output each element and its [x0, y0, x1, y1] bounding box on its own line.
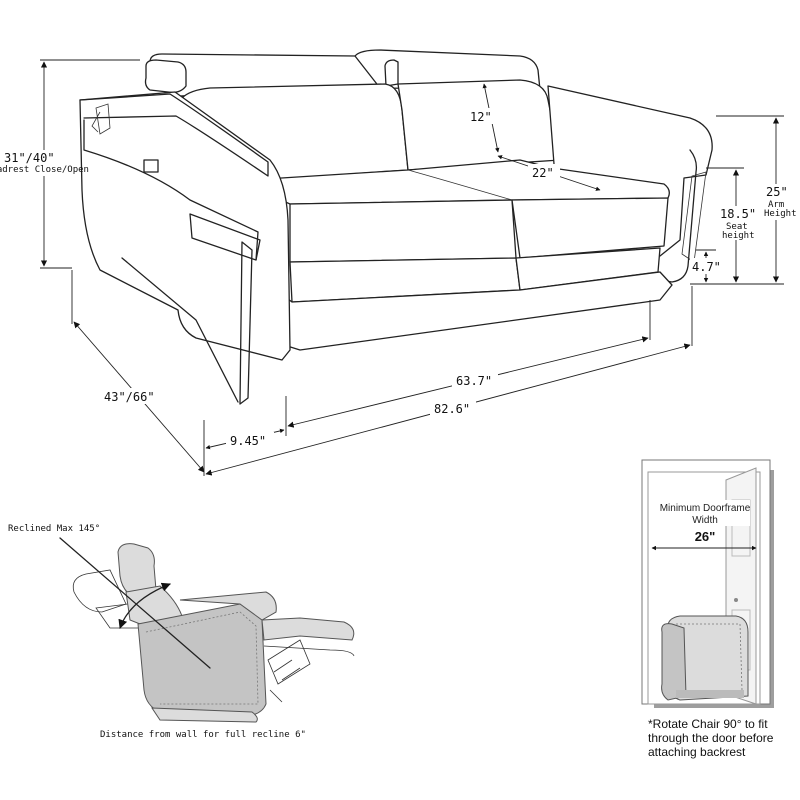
- back-cushion-right: [397, 79, 561, 171]
- door-chair-arm: [661, 623, 687, 701]
- sofa-drawing: [79, 49, 713, 405]
- recliner-mechanism: [267, 639, 311, 685]
- height-note-label: Headrest Close/Open: [0, 165, 89, 175]
- seat-height-caption-1: Seat: [726, 222, 748, 232]
- recliner-footrest-lower: [263, 645, 355, 657]
- right-arm-frame-inner: [681, 171, 707, 263]
- power-button-panel: [95, 103, 111, 135]
- backrest-right: [354, 49, 541, 91]
- leg-height-label: 4.7": [692, 260, 721, 274]
- arm-height-label: 25": [766, 185, 788, 199]
- door-knob: [734, 598, 738, 602]
- door-title-line2: Width: [692, 515, 718, 526]
- inner-width-label: 63.7": [456, 374, 492, 388]
- recliner-mechanism-lines: [269, 659, 301, 703]
- seat-height-caption-2: height: [722, 231, 755, 241]
- door-title-line1: Minimum Doorframe: [660, 503, 751, 514]
- recline-pointer-line: [59, 537, 211, 669]
- door-chair-base: [676, 690, 744, 698]
- back-depth-label: 12": [470, 110, 492, 124]
- recliner-ghost-head: [72, 569, 127, 613]
- recliner-arm-top: [179, 591, 277, 621]
- wall-distance-label: Distance from wall for full recline 6": [100, 730, 306, 740]
- headrest-middle: [384, 59, 399, 87]
- seat-front-right: [511, 197, 669, 259]
- seat-width-label: 22": [532, 166, 554, 180]
- door-title-bg: [660, 500, 750, 526]
- right-arm-frame: [659, 149, 698, 283]
- door-caption-line1: *Rotate Chair 90° to fit: [648, 717, 768, 731]
- depth-label: 43"/66": [104, 390, 155, 404]
- dimension-labels: 31"/40" Headrest Close/Open 12" 22" 25" …: [0, 108, 800, 448]
- left-arm-side-line: [83, 119, 259, 261]
- door-chair-stitching: [676, 623, 743, 691]
- height-label: 31"/40": [4, 151, 55, 165]
- power-button-icon: [143, 159, 159, 173]
- headrest-left: [144, 59, 187, 94]
- left-arm-frame-top: [189, 213, 261, 261]
- arm-height-caption-1: Arm: [768, 200, 784, 210]
- doorframe-panel: [641, 459, 774, 708]
- arm-height-caption-2: Height: [764, 209, 797, 219]
- door-caption-line3: attaching backrest: [648, 745, 746, 759]
- door-caption-line2: through the door before: [648, 731, 774, 745]
- door-width-label: 26": [695, 529, 716, 544]
- seat-divider: [407, 169, 513, 201]
- recliner-base: [151, 707, 258, 723]
- reclined-max-label: Reclined Max 145°: [8, 524, 100, 534]
- arm-pocket: [91, 111, 101, 133]
- arm-width-label: 9.45": [230, 434, 266, 448]
- recliner-illustration: [59, 537, 355, 723]
- seat-front-left: [289, 199, 517, 263]
- recliner-stitching: [145, 611, 259, 705]
- left-arm-top: [79, 93, 269, 177]
- door-width-bg: [690, 528, 720, 544]
- recliner-footrest: [261, 617, 355, 641]
- total-width-label: 82.6": [434, 402, 470, 416]
- recline-arc-arrow: [118, 582, 171, 629]
- recliner-body: [137, 603, 267, 717]
- seat-height-label: 18.5": [720, 207, 756, 221]
